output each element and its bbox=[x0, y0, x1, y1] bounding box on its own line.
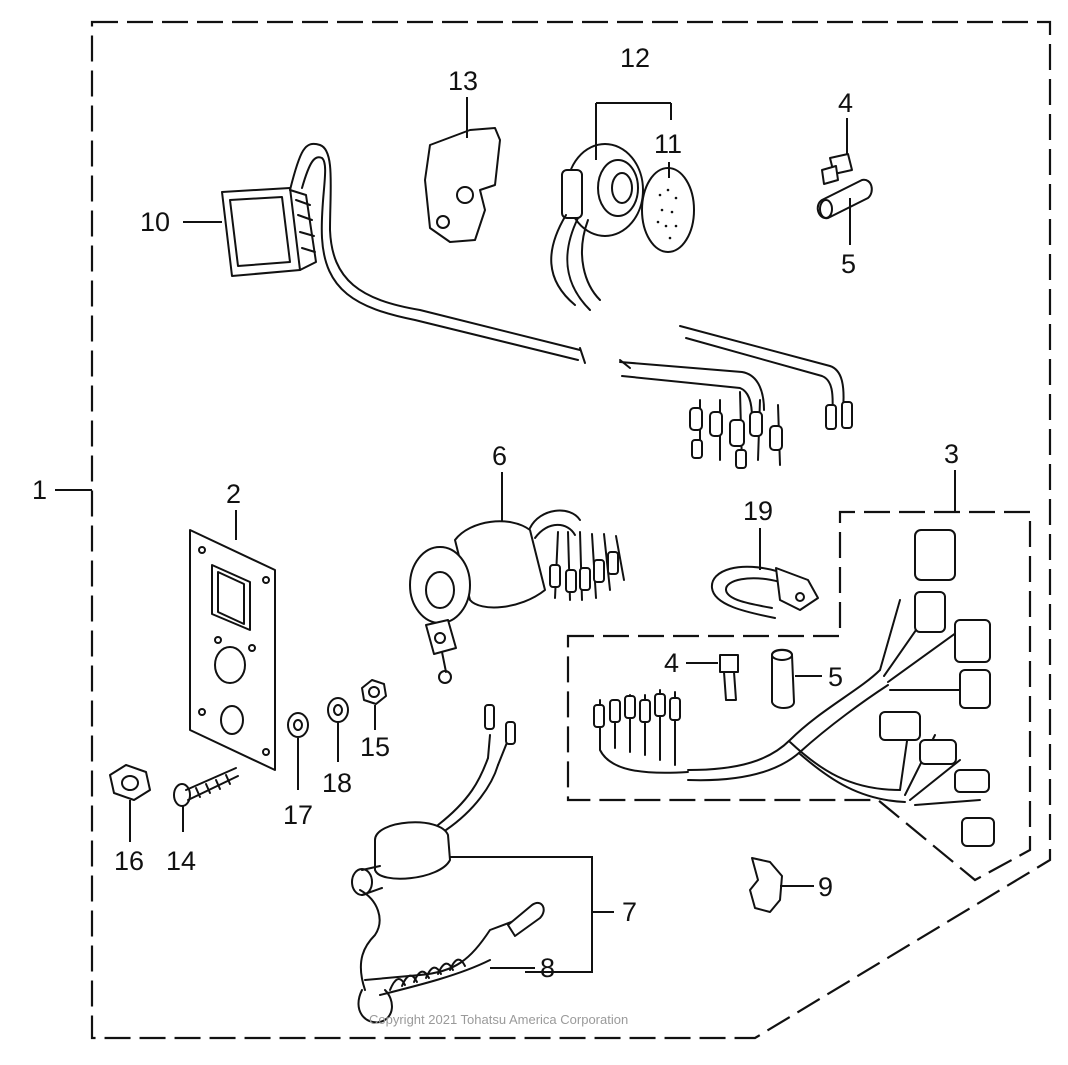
callout-8: 8 bbox=[540, 953, 555, 983]
callout-2: 2 bbox=[226, 479, 241, 509]
callout-labels: 1 2 3 4 4 5 5 6 7 8 9 10 11 12 13 14 15 … bbox=[32, 43, 959, 983]
ignition-switch-part-6 bbox=[409, 509, 625, 684]
callout-11: 11 bbox=[654, 129, 682, 159]
nut-part-16 bbox=[109, 764, 151, 801]
buzzer-part-12 bbox=[550, 143, 644, 311]
callout-14: 14 bbox=[166, 846, 196, 876]
callout-9: 9 bbox=[818, 872, 833, 902]
callout-6: 6 bbox=[492, 441, 507, 471]
callout-1: 1 bbox=[32, 475, 47, 505]
callout-16: 16 bbox=[114, 846, 144, 876]
diaphragm-dots bbox=[656, 188, 678, 240]
callout-17: 17 bbox=[283, 800, 313, 830]
harness-boundary bbox=[566, 510, 1032, 882]
copyright-notice: Copyright 2021 Tohatsu America Corporati… bbox=[369, 1012, 628, 1027]
panel-part-2 bbox=[189, 529, 276, 771]
screw-part-14 bbox=[173, 767, 239, 807]
screw-part-4-top bbox=[821, 153, 853, 185]
bracket-part-13 bbox=[424, 127, 501, 243]
cable-connectors bbox=[679, 325, 853, 469]
washer-part-18 bbox=[327, 697, 349, 723]
clip-part-9 bbox=[749, 857, 783, 913]
diaphragm-part-11 bbox=[641, 167, 695, 253]
clamp-part-19 bbox=[710, 565, 819, 619]
kit-boundary bbox=[90, 20, 1052, 1040]
callout-4-top: 4 bbox=[838, 88, 853, 118]
callout-12: 12 bbox=[620, 43, 650, 73]
nut-part-15 bbox=[361, 679, 387, 705]
sleeve-part-5-box bbox=[771, 648, 795, 709]
switch-part-10 bbox=[221, 142, 765, 419]
callout-13: 13 bbox=[448, 66, 478, 96]
callout-18: 18 bbox=[322, 768, 352, 798]
harness-part-3 bbox=[593, 529, 995, 847]
callout-5-box: 5 bbox=[828, 662, 843, 692]
stop-switch-part-7 bbox=[351, 704, 516, 896]
callout-10: 10 bbox=[140, 207, 170, 237]
callout-5-top: 5 bbox=[841, 249, 856, 279]
callout-7: 7 bbox=[622, 897, 637, 927]
callout-3: 3 bbox=[944, 439, 959, 469]
screw-part-4-box bbox=[719, 654, 739, 701]
callout-19: 19 bbox=[743, 496, 773, 526]
callout-15: 15 bbox=[360, 732, 390, 762]
callout-4-box: 4 bbox=[664, 648, 679, 678]
lanyard-part-8 bbox=[357, 889, 545, 1024]
washer-part-17 bbox=[287, 712, 309, 738]
sleeve-part-5-top bbox=[816, 178, 873, 220]
leader-lines bbox=[55, 97, 956, 973]
